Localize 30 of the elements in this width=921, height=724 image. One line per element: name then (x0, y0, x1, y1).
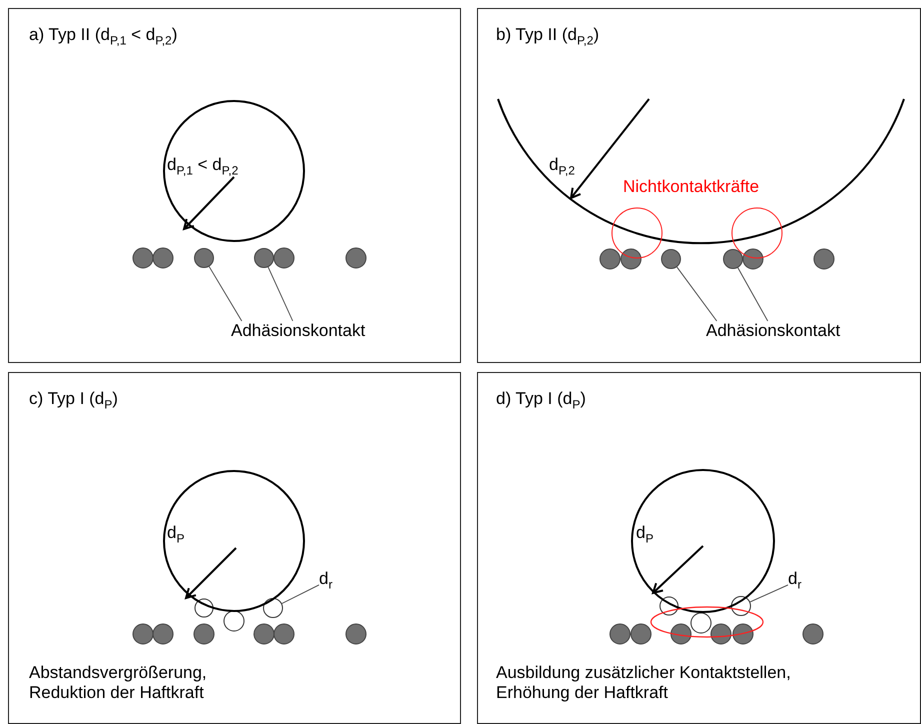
symbol-label: d$_{P,2}$ (549, 155, 575, 178)
symbol-label: d$_{P}$ (636, 523, 654, 546)
panel-frame (8, 8, 461, 363)
leader-line (750, 584, 788, 602)
leader-label: d$_{r}$ (319, 569, 332, 592)
leader-label: Adhäsionskontakt (706, 321, 840, 342)
panel-heading: b) Typ II (d$_{P,2}$) (496, 25, 600, 48)
leader-label: Adhäsionskontakt (231, 321, 366, 342)
surface-particle (194, 248, 214, 268)
leader-line (676, 266, 718, 322)
caption-text: Abstandsvergrößerung, Reduktion der Haftkraft (29, 663, 208, 704)
surface-particle (254, 248, 274, 268)
panel-heading: a) Typ II (d$_{P,1}$ < d$_{P,2}$) (29, 25, 178, 48)
leader-line (282, 584, 320, 604)
leader-line (268, 266, 294, 322)
caption-text: Ausbildung zusätzlicher Kontaktstellen, Erhöhung der Haftkraft (496, 663, 792, 704)
symbol-label: d$_{P}$ (167, 523, 184, 546)
leader-line (208, 266, 242, 322)
leader-label: d$_{r}$ (788, 569, 802, 592)
annotation-text: Nichtkontaktkräfte (623, 177, 760, 198)
surface-particle (661, 249, 681, 269)
panel-frame (477, 8, 921, 363)
panel-heading: d) Typ I (d$_{P}$) (496, 389, 586, 412)
roughness-asperity (263, 598, 283, 618)
leader-line (737, 267, 768, 322)
panel-frame (8, 372, 461, 724)
panel-frame (477, 372, 921, 724)
symbol-label: d$_{P,1}$ < d$_{P,2}$ (167, 155, 238, 178)
panel-heading: c) Typ I (d$_{P}$) (29, 389, 118, 412)
surface-particle (723, 249, 743, 269)
